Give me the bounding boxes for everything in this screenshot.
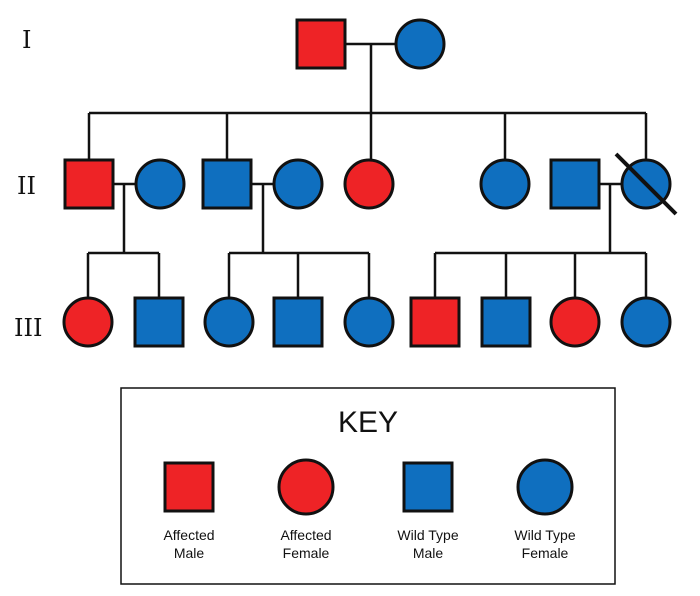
- key-title: KEY: [338, 406, 398, 439]
- male-square-III-6: [409, 296, 461, 348]
- key-label-line1: Wild Type: [514, 527, 575, 543]
- male-square-III-7: [480, 296, 532, 348]
- key-label-line2: Female: [283, 545, 330, 561]
- individual-III-7-male-wild-type: [480, 296, 532, 348]
- key-label-line1: Affected: [280, 527, 331, 543]
- individual-II-3-male-wild-type: [201, 158, 253, 210]
- key-label-line2: Male: [174, 545, 205, 561]
- deceased-slash-II-8: [614, 152, 678, 216]
- female-circle-I-2: [394, 18, 446, 70]
- individual-III-5-female-wild-type: [343, 296, 395, 348]
- individual-II-1-male-affected: [63, 158, 115, 210]
- individual-I-1-male-affected: [295, 18, 347, 70]
- individual-III-1-female-affected: [62, 296, 114, 348]
- female-circle-II-2: [134, 158, 186, 210]
- key-square-affected: [163, 461, 215, 513]
- individual-III-4-male-wild-type: [272, 296, 324, 348]
- male-square-III-4: [272, 296, 324, 348]
- individual-II-8-female-wild-type: [614, 152, 678, 216]
- female-circle-II-4: [272, 158, 324, 210]
- individual-II-7-male-wild-type: [549, 158, 601, 210]
- female-circle-II-5: [343, 158, 395, 210]
- individual-III-2-male-wild-type: [133, 296, 185, 348]
- male-square-II-1: [63, 158, 115, 210]
- female-circle-III-8: [549, 296, 601, 348]
- female-circle-III-5: [343, 296, 395, 348]
- generation-label-3: III: [14, 314, 42, 342]
- female-circle-II-6: [479, 158, 531, 210]
- male-square-III-2: [133, 296, 185, 348]
- key-label-line1: Affected: [163, 527, 214, 543]
- pedigree-lines: [86, 42, 648, 298]
- individual-II-6-female-wild-type: [479, 158, 531, 210]
- key-circle-wild-type: [516, 458, 574, 516]
- female-circle-III-9: [620, 296, 672, 348]
- individual-III-3-female-wild-type: [203, 296, 255, 348]
- individual-II-2-female-wild-type: [134, 158, 186, 210]
- individual-III-8-female-affected: [549, 296, 601, 348]
- key-label-line1: Wild Type: [397, 527, 458, 543]
- female-circle-III-3: [203, 296, 255, 348]
- individual-I-2-female-wild-type: [394, 18, 446, 70]
- individual-II-4-female-wild-type: [272, 158, 324, 210]
- individual-II-5-female-affected: [343, 158, 395, 210]
- male-square-II-3: [201, 158, 253, 210]
- generation-label-1: I: [22, 26, 31, 54]
- pedigree-individuals: [62, 18, 678, 348]
- male-square-II-7: [549, 158, 601, 210]
- generation-label-2: II: [17, 172, 36, 200]
- individual-III-6-male-affected: [409, 296, 461, 348]
- key-label-line2: Female: [522, 545, 569, 561]
- key-circle-affected: [277, 458, 335, 516]
- key-label-line2: Male: [413, 545, 444, 561]
- individual-III-9-female-wild-type: [620, 296, 672, 348]
- male-square-I-1: [295, 18, 347, 70]
- female-circle-III-1: [62, 296, 114, 348]
- key-square-wild-type: [402, 461, 454, 513]
